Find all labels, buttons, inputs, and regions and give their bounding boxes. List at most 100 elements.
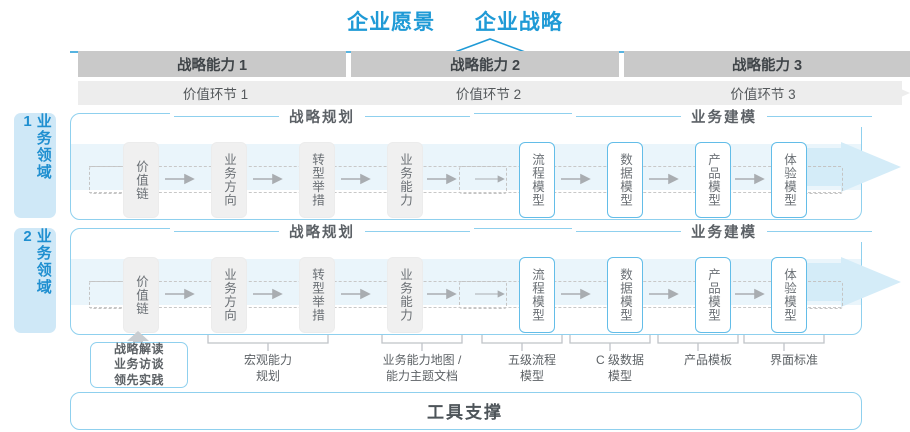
vision-label: 企业愿景 bbox=[347, 11, 436, 34]
value-bar-3[interactable]: 价值环节 3 bbox=[624, 81, 902, 105]
tool-label-capability-map-line-2: 能力主题文档 bbox=[385, 369, 458, 384]
domain-1-label: 业务领域 1 bbox=[19, 113, 52, 181]
row-1-planning-legend-label: 战略规划 bbox=[289, 110, 355, 126]
row-2-arrow-8 bbox=[735, 288, 765, 300]
row-1-node-transformation[interactable]: 转型举措 bbox=[299, 142, 335, 218]
row-1-node-experience-model[interactable]: 体验模型 bbox=[771, 142, 807, 218]
row-1-node-transformation-label: 转型举措 bbox=[310, 153, 324, 207]
capability-bar-1-label: 战略能力 1 bbox=[176, 57, 248, 74]
value-bar-2[interactable]: 价值环节 2 bbox=[351, 81, 626, 105]
tool-label-c-level-data: C 级数据 模型 bbox=[570, 352, 670, 384]
tool-label-macro-capability-line-1: 宏观能力 bbox=[243, 353, 292, 367]
value-bar-1-label: 价值环节 1 bbox=[182, 87, 249, 102]
row-2-arrow-6 bbox=[561, 288, 591, 300]
legend-line-left bbox=[174, 115, 279, 118]
row-1-node-process-model-label: 流程模型 bbox=[530, 153, 544, 207]
row-2-node-business-direction[interactable]: 业务方向 bbox=[211, 257, 247, 333]
value-bar-2-label: 价值环节 2 bbox=[455, 87, 522, 102]
row-2-modeling-legend-label: 业务建模 bbox=[691, 225, 757, 241]
row-2-node-experience-model-label: 体验模型 bbox=[782, 268, 796, 322]
row-1-arrow-6 bbox=[561, 173, 591, 185]
row-2-node-data-model-label: 数据模型 bbox=[618, 268, 632, 322]
row-1-node-business-direction[interactable]: 业务方向 bbox=[211, 142, 247, 218]
row-2-node-business-capability[interactable]: 业务能力 bbox=[387, 257, 423, 333]
row-1-node-experience-model-label: 体验模型 bbox=[782, 153, 796, 207]
sidebar-item-domain-1[interactable]: 业务领域 1 bbox=[14, 113, 56, 218]
row-1-node-data-model[interactable]: 数据模型 bbox=[607, 142, 643, 218]
tool-label-capability-map: 业务能力地图 / 能力主题文档 bbox=[352, 352, 492, 384]
tool-label-five-level-process-line-2: 模型 bbox=[519, 369, 544, 384]
row-1-planning-legend: 战略规划 bbox=[170, 106, 474, 127]
row-2-node-value-chain[interactable]: 价值链 bbox=[123, 257, 159, 333]
row-2-planning-legend: 战略规划 bbox=[170, 221, 474, 242]
row-1-arrow-2 bbox=[253, 173, 283, 185]
highlight-note-line-3: 领先实践 bbox=[113, 372, 164, 387]
row-2-node-business-capability-label: 业务能力 bbox=[398, 268, 412, 322]
row-2-placeholder-mid bbox=[459, 281, 507, 309]
legend-line-left bbox=[174, 230, 279, 233]
row-1-node-product-model-label: 产品模型 bbox=[706, 153, 720, 207]
row-2-node-transformation[interactable]: 转型举措 bbox=[299, 257, 335, 333]
page-title: 企业愿景 企业战略 bbox=[0, 6, 910, 36]
row-1-modeling-legend-label: 业务建模 bbox=[691, 110, 757, 126]
row-2-node-process-model-label: 流程模型 bbox=[530, 268, 544, 322]
tool-label-c-level-data-line-1: C 级数据 bbox=[595, 353, 644, 367]
row-2-node-transformation-label: 转型举措 bbox=[310, 268, 324, 322]
strategy-label: 企业战略 bbox=[474, 11, 563, 34]
capability-bar-row: 战略能力 1 战略能力 2 战略能力 3 bbox=[78, 51, 910, 77]
tool-label-macro-capability-line-2: 规划 bbox=[255, 369, 280, 384]
highlight-note-up-arrow bbox=[127, 331, 149, 347]
capability-bar-2[interactable]: 战略能力 2 bbox=[351, 51, 619, 77]
row-1-arrow-4 bbox=[427, 173, 457, 185]
highlight-note-line-2: 业务访谈 bbox=[113, 357, 164, 372]
row-1-node-business-direction-label: 业务方向 bbox=[222, 153, 236, 207]
row-2-node-business-direction-label: 业务方向 bbox=[222, 268, 236, 322]
row-2-node-product-model-label: 产品模型 bbox=[706, 268, 720, 322]
row-2-arrow-3 bbox=[341, 288, 371, 300]
tool-label-product-template-line-1: 产品模板 bbox=[683, 353, 732, 367]
value-chain-bar-row: 价值环节 1 价值环节 2 价值环节 3 bbox=[78, 81, 910, 105]
domain-2-label: 业务领域 2 bbox=[19, 228, 52, 296]
row-1-node-product-model[interactable]: 产品模型 bbox=[695, 142, 731, 218]
row-1-node-process-model[interactable]: 流程模型 bbox=[519, 142, 555, 218]
row-2-node-experience-model[interactable]: 体验模型 bbox=[771, 257, 807, 333]
row-1-node-value-chain-label: 价值链 bbox=[134, 159, 148, 201]
legend-line-left bbox=[576, 115, 681, 118]
domain-row-2: 价值链 业务方向 转型举措 业务能力 流程模型 数据模型 产品模型 体验模型 bbox=[70, 228, 901, 335]
legend-line-right bbox=[365, 230, 470, 233]
legend-line-right bbox=[365, 115, 470, 118]
row-1-node-business-capability[interactable]: 业务能力 bbox=[387, 142, 423, 218]
tool-label-macro-capability: 宏观能力 规划 bbox=[218, 352, 318, 384]
tool-support-braces bbox=[207, 335, 825, 351]
row-1-arrow-8 bbox=[735, 173, 765, 185]
row-1-node-value-chain[interactable]: 价值链 bbox=[123, 142, 159, 218]
row-2-arrow-5 bbox=[475, 290, 505, 298]
row-1-arrow-7 bbox=[649, 173, 679, 185]
legend-line-right bbox=[767, 230, 872, 233]
value-bar-3-label: 价值环节 3 bbox=[730, 87, 796, 102]
row-2-node-data-model[interactable]: 数据模型 bbox=[607, 257, 643, 333]
capability-bar-1[interactable]: 战略能力 1 bbox=[78, 51, 346, 77]
row-2-planning-legend-label: 战略规划 bbox=[289, 225, 355, 241]
legend-line-right bbox=[767, 115, 872, 118]
row-1-node-business-capability-label: 业务能力 bbox=[398, 153, 412, 207]
tool-label-five-level-process-line-1: 五级流程 bbox=[507, 353, 556, 367]
sidebar-item-domain-2[interactable]: 业务领域 2 bbox=[14, 228, 56, 333]
value-bar-1[interactable]: 价值环节 1 bbox=[78, 81, 353, 105]
row-1-arrow-1 bbox=[165, 173, 195, 185]
row-1-dash-line-bottom bbox=[89, 192, 841, 193]
row-2-node-product-model[interactable]: 产品模型 bbox=[695, 257, 731, 333]
highlight-note-line-1: 战略解读 bbox=[113, 341, 164, 356]
tool-label-ui-standard: 界面标准 bbox=[744, 352, 844, 368]
row-2-node-process-model[interactable]: 流程模型 bbox=[519, 257, 555, 333]
tool-label-ui-standard-line-1: 界面标准 bbox=[769, 353, 818, 367]
tool-label-c-level-data-line-2: 模型 bbox=[607, 369, 632, 384]
row-1-placeholder-mid bbox=[459, 166, 507, 194]
highlight-note-box[interactable]: 战略解读 业务访谈 领先实践 bbox=[90, 342, 188, 388]
capability-bar-3-label: 战略能力 3 bbox=[731, 57, 803, 74]
tool-label-five-level-process: 五级流程 模型 bbox=[482, 352, 582, 384]
row-2-modeling-legend: 业务建模 bbox=[572, 221, 876, 242]
row-1-node-data-model-label: 数据模型 bbox=[618, 153, 632, 207]
capability-bar-3[interactable]: 战略能力 3 bbox=[624, 51, 910, 77]
row-1-modeling-legend: 业务建模 bbox=[572, 106, 876, 127]
